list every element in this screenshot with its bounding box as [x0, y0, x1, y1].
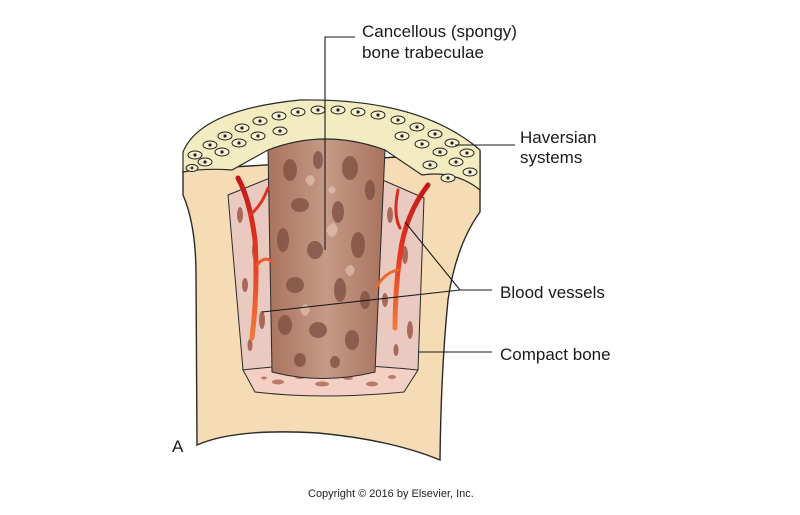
vessel-right-branch — [394, 188, 402, 230]
panel-letter: A — [172, 437, 184, 456]
vessel-right-main — [392, 182, 431, 331]
vessel-left-branch — [255, 257, 274, 267]
leader-blood-vessels-2 — [404, 221, 461, 291]
label-cancellous-line1: Cancellous (spongy) — [362, 22, 517, 41]
label-haversian-line2: systems — [520, 148, 583, 167]
leader-cancellous — [324, 36, 355, 250]
osteon-canals — [190, 108, 472, 180]
vessel-left-branch — [248, 186, 270, 217]
label-compact-bone: Compact bone — [500, 345, 611, 364]
trabeculae-holes — [277, 151, 375, 368]
label-blood-vessels: Blood vessels — [500, 283, 605, 302]
leader-lines — [261, 36, 515, 353]
vessel-right-branch — [374, 268, 400, 290]
blood-vessels — [235, 175, 431, 341]
label-cancellous-line2: bone trabeculae — [362, 43, 484, 62]
copyright-notice: Copyright © 2016 by Elsevier, Inc. — [308, 488, 474, 500]
vessel-left-main — [235, 175, 259, 341]
label-haversian-line1: Haversian — [520, 128, 597, 147]
